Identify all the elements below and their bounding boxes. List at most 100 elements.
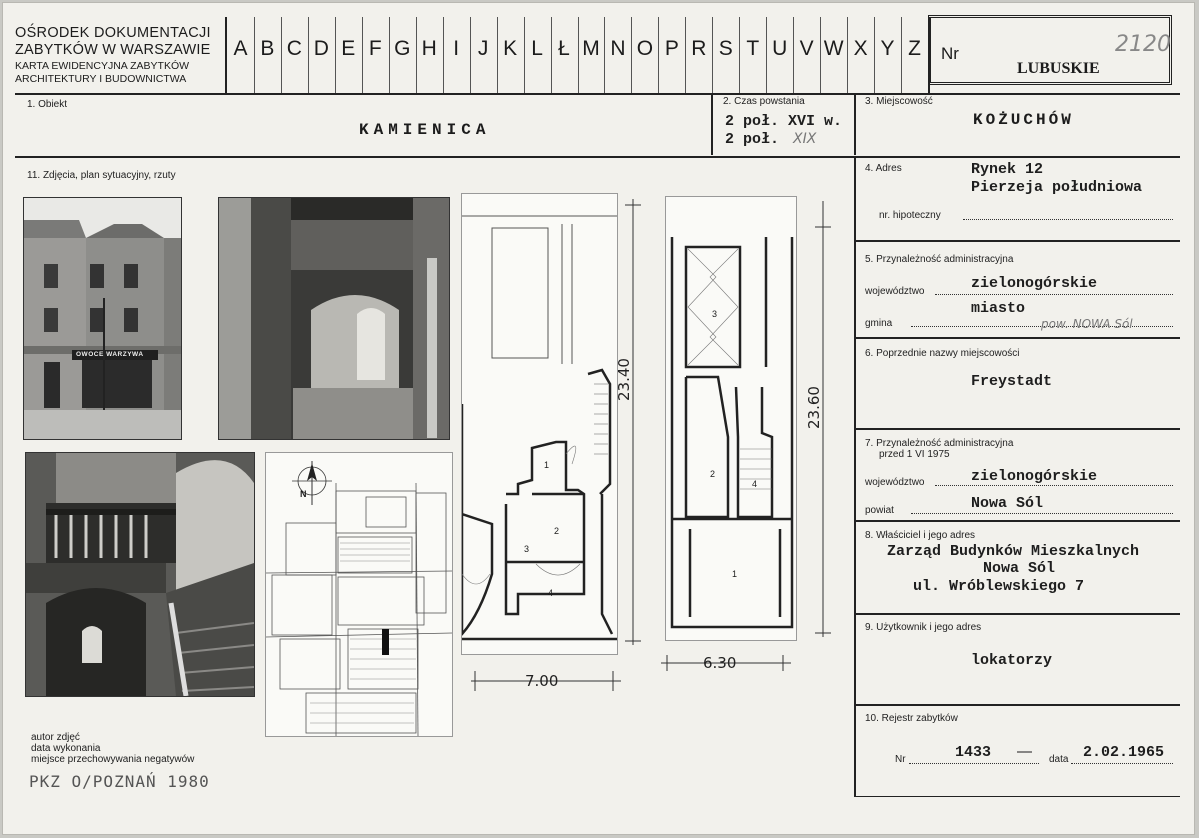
photo-credits: autor zdjęć data wykonania miejsce przec… (31, 732, 194, 765)
floor-plan-right-drawing (670, 237, 794, 629)
commune-handwritten: pow. NOWA Sól (1041, 317, 1133, 331)
nr-label: Nr (941, 44, 959, 63)
staircase-photo (25, 452, 255, 697)
alphabet-separator (685, 17, 687, 93)
address-line-2: Pierzeja południowa (971, 179, 1143, 196)
credit-line: data wykonania (31, 743, 101, 754)
alphabet-separator (604, 17, 606, 93)
room-number: 1 (732, 569, 738, 579)
region-name: LUBUSKIE (1017, 60, 1100, 77)
institution-block: OŚRODEK DOKUMENTACJI ZABYTKÓW W WARSZAWI… (15, 25, 225, 86)
field-label-poprzednie: 6. Poprzednie nazwy miejscowości (865, 348, 1020, 359)
alphabet-separator (766, 17, 768, 93)
archive-stamp: PKZ O/POZNAŃ 1980 (29, 772, 210, 791)
dimension-lines (471, 199, 831, 691)
alphabet-letter: H (421, 37, 437, 60)
owner-line-3: ul. Wróblewskiego 7 (913, 578, 1085, 595)
alphabet-letter: S (718, 37, 733, 60)
dimension-right-width: 6.30 (703, 654, 737, 672)
alphabet-separator (874, 17, 876, 93)
dimension-left-width: 7.00 (525, 672, 559, 690)
facade-photo: OWOCE WARZYWA (23, 197, 182, 440)
alphabet-separator (820, 17, 822, 93)
alphabet-letter: Ł (558, 37, 570, 60)
room-number: 3 (524, 544, 530, 554)
registry-date: 2.02.1965 (1083, 744, 1165, 761)
alphabet-separator (253, 17, 255, 93)
alphabet-separator (523, 17, 525, 93)
construction-date-2-hand: XIX (793, 131, 817, 147)
alphabet-letter: M (582, 37, 600, 60)
registry-dash: — (1017, 743, 1032, 760)
passage-photo (218, 197, 450, 440)
field-label-gmina: gmina (865, 318, 893, 329)
alphabet-separator (550, 17, 552, 93)
alphabet-separator (334, 17, 336, 93)
room-number: 4 (752, 479, 758, 489)
alphabet-letter: B (260, 37, 275, 60)
alphabet-separator (415, 17, 417, 93)
alphabet-letter: I (453, 37, 460, 60)
field-label-czas: 2. Czas powstania (723, 96, 805, 107)
object-name: KAMIENICA (359, 121, 491, 139)
alphabet-letter: W (823, 37, 844, 60)
alphabet-letter: C (286, 37, 302, 60)
alphabet-letter: N (610, 37, 626, 60)
alphabet-separator (307, 17, 309, 93)
alphabet-letter: J (477, 37, 489, 60)
site-plan-drawing (266, 461, 452, 736)
alphabet-separator (496, 17, 498, 93)
institution-line: KARTA EWIDENCYJNA ZABYTKÓW (15, 60, 190, 72)
address-line-1: Rynek 12 (971, 161, 1044, 178)
field-label-wlasciciel: 8. Właściciel i jego adres (865, 530, 976, 541)
owner-line-2: Nowa Sól (983, 560, 1056, 577)
field-label-wojewodztwo-1975: województwo (865, 477, 925, 488)
north-marker: N (300, 489, 307, 499)
field-label-miejscowosc: 3. Miejscowość (865, 96, 933, 107)
construction-date-1: 2 poł. XVI w. (725, 113, 843, 130)
room-number: 2 (710, 469, 716, 479)
alphabet-letter: F (368, 37, 382, 60)
passage-photo-image (219, 198, 449, 439)
field-label-hipoteczny: nr. hipoteczny (879, 210, 941, 221)
alphabet-separator (280, 17, 282, 93)
alphabet-letter: Y (880, 37, 895, 60)
credit-line: miejsce przechowywania negatywów (31, 754, 195, 765)
alphabet-separator (739, 17, 741, 93)
construction-date-2-prefix: 2 poł. (725, 131, 780, 148)
voivodeship-value: zielonogórskie (971, 275, 1098, 292)
field-label-wojewodztwo: województwo (865, 286, 925, 297)
alphabet-letter: V (799, 37, 814, 60)
room-number: 3 (712, 309, 718, 319)
alphabet-letter: K (503, 37, 518, 60)
alphabet-letter: P (664, 37, 679, 60)
alphabet-letter: L (531, 37, 543, 60)
shop-sign: OWOCE WARZYWA (76, 351, 144, 358)
institution-line: ZABYTKÓW W WARSZAWIE (15, 42, 211, 58)
institution-line: ARCHITEKTURY I BUDOWNICTWA (15, 73, 187, 85)
dimension-right-length: 23.60 (805, 386, 823, 429)
card-number: 2120 (1115, 32, 1171, 57)
site-plan: N (265, 452, 453, 737)
field-label-rejestr-nr: Nr (895, 754, 906, 765)
nr-box: Nr 2120 LUBUSKIE (928, 15, 1172, 85)
alphabet-letter: U (772, 37, 788, 60)
alphabet-separator (631, 17, 633, 93)
alphabet-letter: X (853, 37, 868, 60)
staircase-photo-image (26, 453, 254, 696)
alphabet-separator (442, 17, 444, 93)
alphabet-letter: R (691, 37, 707, 60)
field-label-rejestr-data: data (1049, 754, 1069, 765)
alphabet-letter: G (394, 37, 411, 60)
alphabet-separator (388, 17, 390, 93)
alphabet-letter: E (341, 37, 356, 60)
room-number: 1 (544, 460, 550, 470)
alphabet-separator (901, 17, 903, 93)
dimension-left-length: 23.40 (615, 358, 633, 401)
county-value: Nowa Sól (971, 495, 1044, 512)
alphabet-separator (469, 17, 471, 93)
user-value: lokatorzy (971, 652, 1053, 669)
field-label-rejestr: 10. Rejestr zabytków (865, 713, 958, 724)
alphabet-letter: Z (908, 37, 921, 60)
